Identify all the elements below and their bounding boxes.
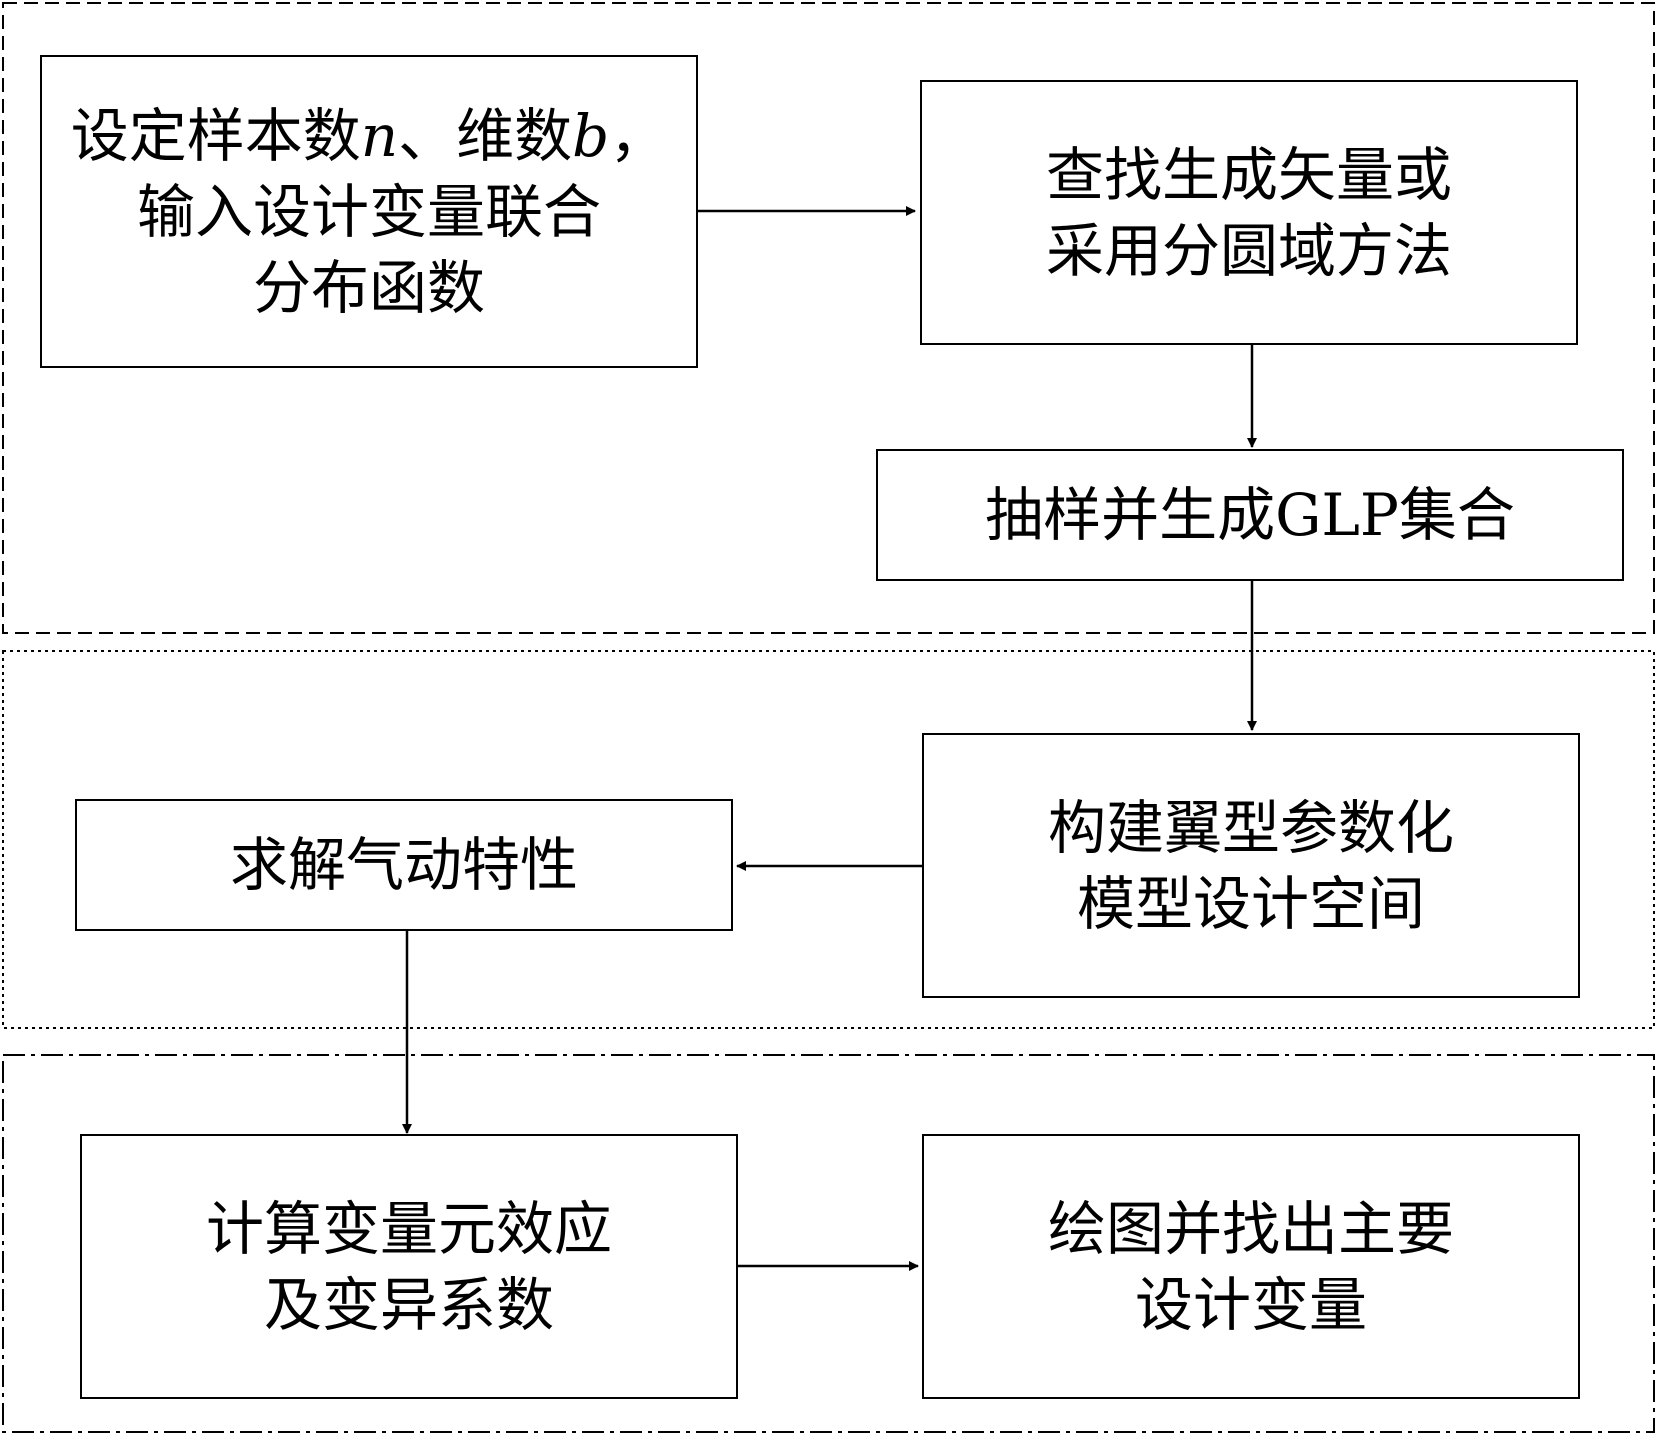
node-param-space-line-1: 构建翼型参数化 — [1047, 793, 1454, 862]
variable-b: b — [572, 101, 610, 170]
stage-group-sampling-frame — [2, 2, 1655, 634]
node-input-parameters: 设定样本数n、维数b， 输入设计变量联合 分布函数 — [40, 55, 698, 368]
variable-n: n — [360, 101, 399, 170]
node-input-line-1: 设定样本数n、维数b， — [70, 101, 668, 170]
node-plot-line-2: 设计变量 — [1134, 1270, 1367, 1339]
node-plot-main-variables: 绘图并找出主要 设计变量 — [922, 1134, 1580, 1399]
node-generate-vector: 查找生成矢量或 采用分圆域方法 — [920, 80, 1578, 345]
node-generate-vector-line-1: 查找生成矢量或 — [1045, 140, 1452, 209]
node-compute-effects-line-2: 及变异系数 — [263, 1270, 554, 1339]
node-compute-effects-line-1: 计算变量元效应 — [205, 1194, 612, 1263]
node-compute-effects: 计算变量元效应 及变异系数 — [80, 1134, 738, 1399]
node-param-space: 构建翼型参数化 模型设计空间 — [922, 733, 1580, 998]
stage-group-analysis-frame — [2, 1054, 1655, 1433]
node-generate-vector-line-2: 采用分圆域方法 — [1045, 216, 1452, 285]
node-plot-line-1: 绘图并找出主要 — [1047, 1194, 1454, 1263]
node-solve-line-1: 求解气动特性 — [229, 831, 578, 899]
node-input-line-2: 输入设计变量联合 — [136, 177, 601, 246]
node-sampling-line-1: 抽样并生成GLP集合 — [985, 481, 1515, 549]
node-sampling-glp: 抽样并生成GLP集合 — [876, 449, 1624, 581]
node-param-space-line-2: 模型设计空间 — [1076, 869, 1425, 938]
node-input-line-3: 分布函数 — [252, 253, 485, 322]
node-solve-aero: 求解气动特性 — [75, 799, 733, 931]
